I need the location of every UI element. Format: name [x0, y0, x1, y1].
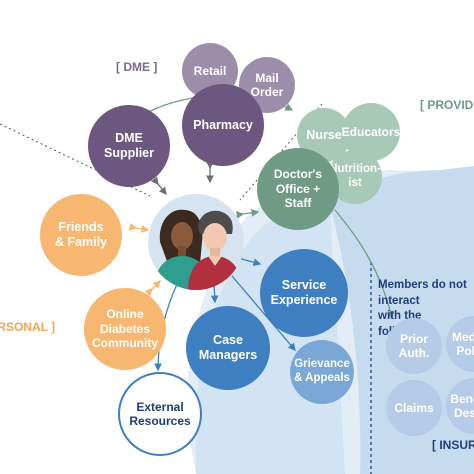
doctors-office-label: Doctor's Office + Staff — [273, 167, 323, 211]
nurse-label: Nurse — [306, 127, 342, 142]
bubble-online-community[interactable]: Online Diabetes Community — [84, 288, 166, 370]
friends-family-label: Friends & Family — [54, 220, 108, 249]
patient-couple-icon — [154, 209, 242, 290]
section-label-insurance: [ INSURANCE ] — [432, 438, 474, 452]
patient-circle — [148, 194, 244, 290]
bubble-friends-family[interactable]: Friends & Family — [40, 194, 122, 276]
bubble-doctors-office[interactable]: Doctor's Office + Staff — [257, 148, 339, 230]
arrow-patient-community — [144, 280, 161, 297]
retail-label: Retail — [193, 63, 227, 78]
grievance-label: Grievance & Appeals — [294, 358, 350, 384]
educators-label: Educators — [341, 124, 401, 139]
claims-label: Claims — [394, 400, 434, 415]
bubble-dme-supplier[interactable]: DME Supplier — [88, 105, 170, 187]
arrow-patient-doctor — [236, 208, 260, 219]
service-experience-label: Service Experience — [270, 278, 338, 307]
arrow-patient-service — [237, 257, 262, 267]
section-label-providers: [ PROVIDERS ] — [420, 98, 474, 112]
bubble-prior-auth[interactable]: Prior Auth. — [386, 318, 442, 374]
bubble-case-managers[interactable]: Case Managers — [186, 306, 270, 390]
bubble-external-resources[interactable]: External Resources — [118, 372, 202, 456]
nutritionist-label: Nutrition- ist — [329, 163, 381, 189]
section-label-dme: [ DME ] — [116, 60, 158, 74]
pharmacy-label: Pharmacy — [193, 117, 253, 132]
dme-supplier-label: DME Supplier — [103, 131, 154, 160]
external-resources-label: External Resources — [129, 399, 191, 428]
online-community-label: Online Diabetes Community — [92, 307, 158, 351]
mail-order-label: Mail Order — [250, 70, 284, 99]
bubble-claims[interactable]: Claims — [386, 380, 442, 436]
medical-policy-label: Medical Policy — [451, 329, 474, 358]
arrow-doctor-prior-auth — [334, 209, 395, 320]
arrow-patient-friends — [128, 223, 150, 233]
bubble-grievance-appeals[interactable]: Grievance & Appeals — [290, 340, 354, 404]
prior-auth-label: Prior Auth. — [398, 331, 430, 360]
arrow-patient-case — [209, 277, 219, 304]
bubble-pharmacy[interactable]: Pharmacy — [182, 84, 264, 166]
benefits-label: Benefits Design — [450, 391, 474, 420]
arrow-patient-dme — [150, 176, 167, 196]
case-managers-label: Case Managers — [198, 333, 258, 362]
arrow-patient-grievance — [231, 275, 296, 351]
section-label-personal: [ PERSONAL ] — [0, 320, 56, 334]
bubble-service-experience[interactable]: Service Experience — [260, 249, 348, 337]
